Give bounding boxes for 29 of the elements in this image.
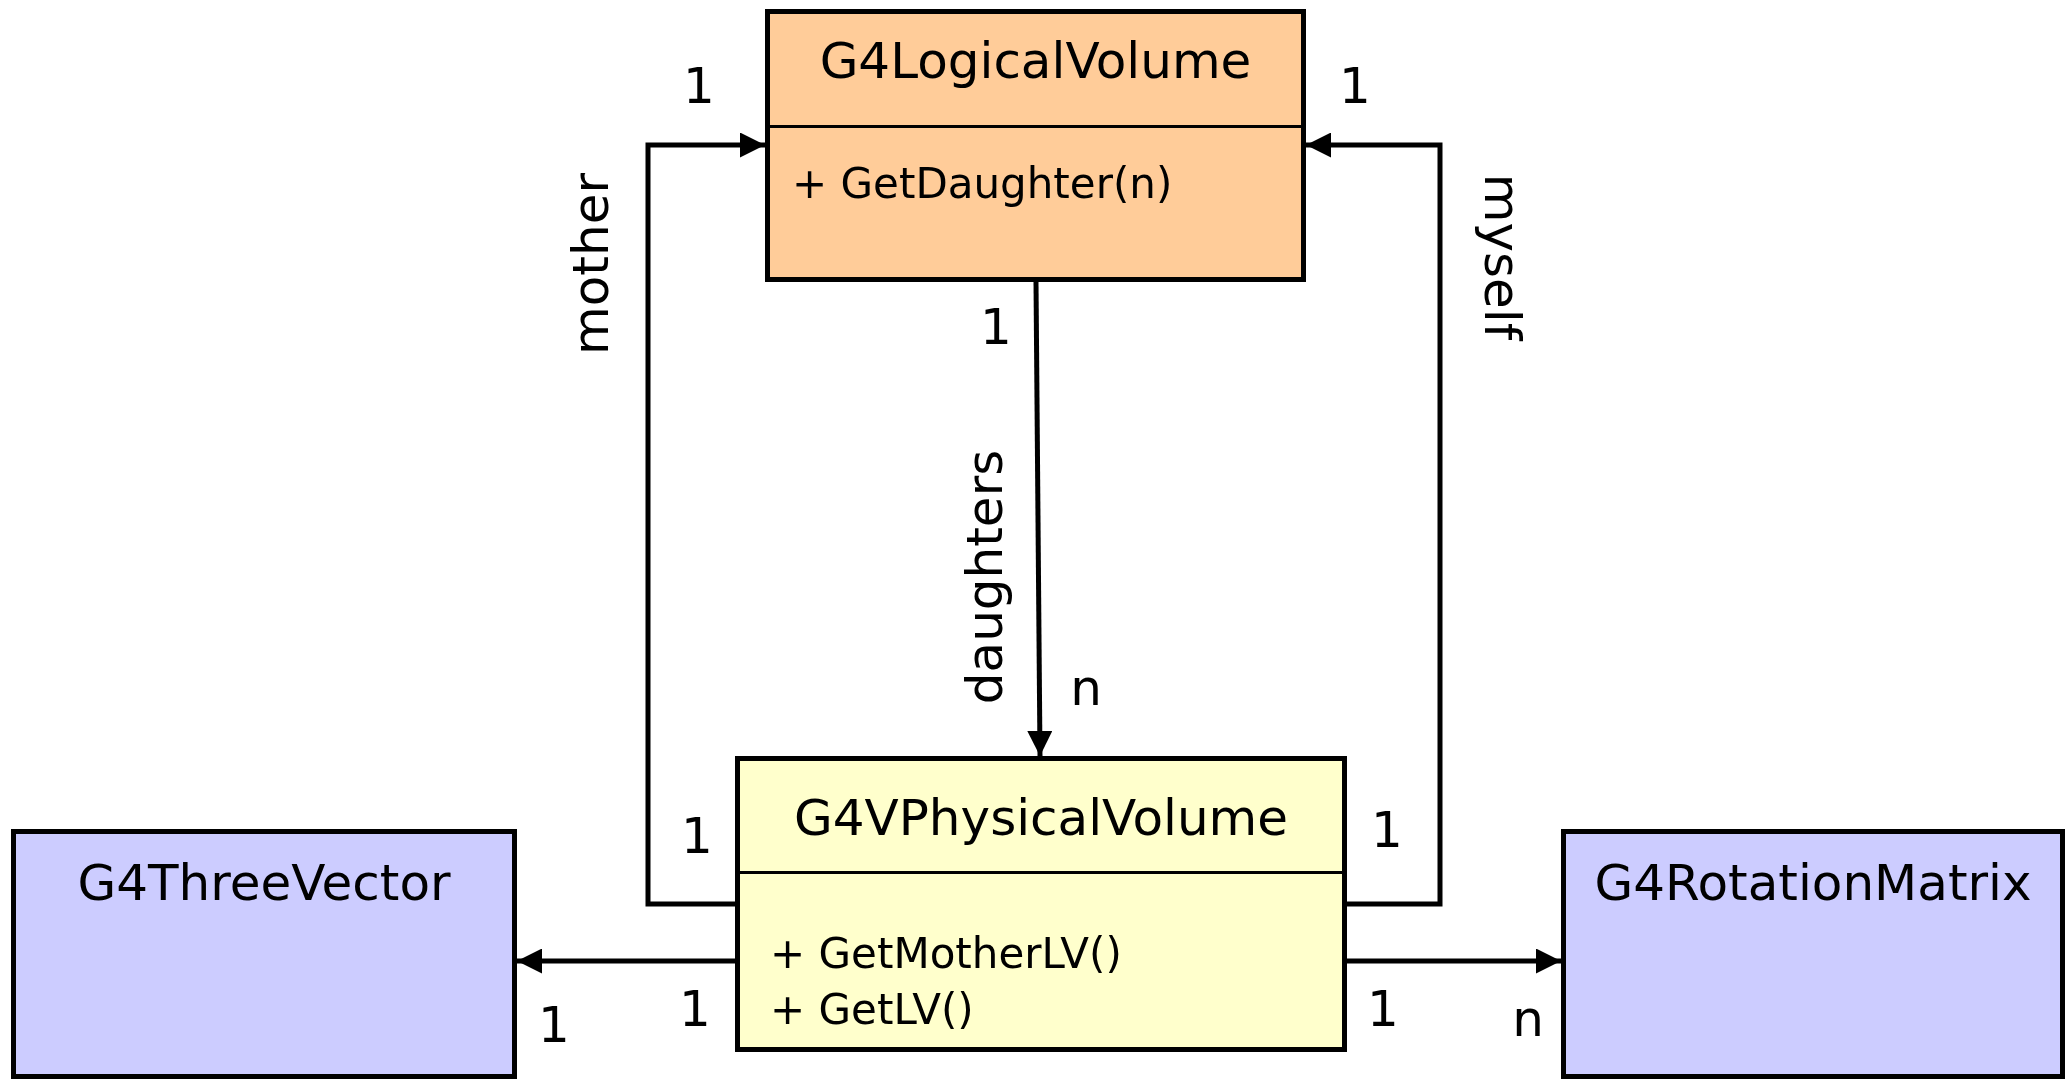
multiplicity-label: 1 bbox=[1367, 984, 1399, 1034]
association-arrow bbox=[1306, 132, 1443, 907]
class-name: G4ThreeVector bbox=[76, 854, 452, 912]
class-name: G4LogicalVolume bbox=[818, 32, 1253, 90]
multiplicity-label: 1 bbox=[1371, 805, 1403, 855]
association-arrow bbox=[1347, 948, 1561, 974]
edge-label: myself bbox=[1476, 173, 1527, 341]
multiplicity-label: 1 bbox=[683, 61, 715, 111]
edge-label: daughters bbox=[960, 449, 1011, 705]
multiplicity-label: n bbox=[1512, 994, 1544, 1044]
multiplicity-label: 1 bbox=[681, 811, 713, 861]
multiplicity-label: 1 bbox=[980, 302, 1012, 352]
association-arrow bbox=[645, 132, 765, 907]
multiplicity-label: n bbox=[1070, 663, 1102, 713]
edge-label: mother bbox=[565, 173, 616, 355]
class-box bbox=[11, 829, 517, 1079]
association-arrow bbox=[1027, 281, 1053, 757]
multiplicity-label: 1 bbox=[538, 1000, 570, 1050]
class-box bbox=[735, 756, 1347, 1052]
method-text: + GetDaughter(n) bbox=[792, 159, 1173, 208]
class-name: G4RotationMatrix bbox=[1593, 854, 2033, 912]
method-text: + GetMotherLV() bbox=[770, 929, 1122, 978]
class-box bbox=[765, 9, 1306, 282]
multiplicity-label: 1 bbox=[679, 984, 711, 1034]
multiplicity-label: 1 bbox=[1339, 61, 1371, 111]
association-arrow bbox=[517, 948, 735, 974]
class-name: G4VPhysicalVolume bbox=[792, 789, 1290, 847]
method-text: + GetLV() bbox=[770, 985, 974, 1034]
class-box bbox=[1561, 829, 2065, 1079]
